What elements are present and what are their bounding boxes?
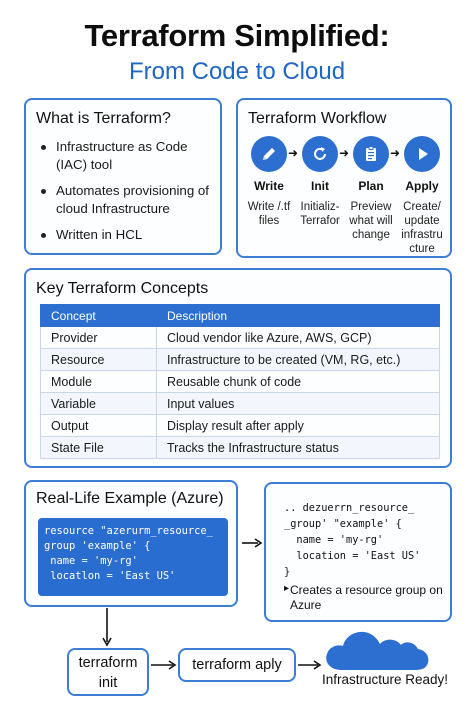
concepts-title: Key Terraform Concepts: [36, 280, 209, 297]
table-cell: Resource: [40, 348, 157, 371]
bullet-item: Infrastructure as Code (IAC) tool: [38, 138, 218, 174]
table-row: State File Tracks the Infrastructure sta…: [40, 436, 440, 459]
page-subtitle: From Code to Cloud: [128, 58, 346, 85]
step-name-apply: Apply: [405, 179, 439, 193]
refresh-icon: [302, 136, 338, 172]
result-label: Infrastructure Ready!: [321, 672, 449, 687]
what-is-title: What is Terraform?: [36, 110, 171, 127]
terraform-apply-box: terraform aply: [178, 648, 296, 682]
step-name-plan: Plan: [358, 179, 384, 193]
table-row: Output Display result after apply: [40, 414, 440, 437]
output-code: .. dezuerrn_resource_ _group' "example' …: [284, 502, 421, 578]
arrow-right-icon: [242, 538, 263, 548]
table-cell: State File: [40, 436, 157, 459]
cloud-icon: [326, 631, 429, 670]
table-cell: Infrastructure to be created (VM, RG, et…: [156, 348, 440, 371]
arrow-icon: ➜: [339, 146, 350, 160]
column-header: Concept: [40, 304, 157, 327]
arrow-right-icon: [151, 660, 177, 670]
example-card: Real-Life Example (Azure) resource "azer…: [24, 480, 238, 607]
table-cell: Reusable chunk of code: [156, 370, 440, 393]
step-desc-apply: Create/ update infrastru cture: [401, 201, 443, 255]
concepts-table: Concept Description Provider Cloud vendo…: [40, 304, 440, 459]
step-desc-write: Write /.tf files: [247, 201, 291, 227]
step-name-init: Init: [311, 179, 329, 193]
arrow-down-icon: [102, 608, 112, 647]
concepts-card: Key Terraform Concepts Concept Descripti…: [24, 268, 452, 468]
bullet-item: Automates provisioning of cloud Infrastr…: [38, 182, 218, 218]
table-row: Resource Infrastructure to be created (V…: [40, 348, 440, 371]
output-card: .. dezuerrn_resource_ _group' "example' …: [264, 482, 452, 622]
output-note: Creates a resource group on Azure: [290, 583, 443, 612]
column-header: Description: [156, 304, 440, 327]
code-block: resource "azerurm_resource_ group 'examp…: [38, 518, 228, 596]
table-cell: Input values: [156, 392, 440, 415]
example-title: Real-Life Example (Azure): [36, 490, 224, 507]
table-cell: Cloud vendor like Azure, AWS, GCP): [156, 326, 440, 349]
pencil-icon: [251, 136, 287, 172]
table-cell: Tracks the Infrastructure status: [156, 436, 440, 459]
table-cell: Module: [40, 370, 157, 393]
workflow-card: Terraform Workflow ➜ ➜ ➜ Write Init Plan…: [236, 98, 452, 258]
play-icon: [404, 136, 440, 172]
arrow-right-icon: [298, 660, 322, 670]
step-desc-plan: Preview what will change: [349, 201, 393, 241]
table-cell: Output: [40, 414, 157, 437]
table-row: Provider Cloud vendor like Azure, AWS, G…: [40, 326, 440, 349]
step-desc-init: Initializ- Terrafor: [300, 201, 340, 227]
table-row: Variable Input values: [40, 392, 440, 415]
terraform-init-box: terraform init: [67, 648, 149, 696]
table-cell: Provider: [40, 326, 157, 349]
small-arrow-icon: ▸: [284, 583, 290, 594]
table-row: Module Reusable chunk of code: [40, 370, 440, 393]
what-is-terraform-card: What is Terraform? Infrastructure as Cod…: [24, 98, 222, 255]
what-is-bullets: Infrastructure as Code (IAC) tool Automa…: [38, 138, 218, 252]
bullet-item: Written in HCL: [38, 226, 218, 244]
step-name-write: Write: [254, 179, 284, 193]
workflow-title: Terraform Workflow: [248, 110, 387, 127]
page-title: Terraform Simplified:: [84, 18, 390, 53]
arrow-icon: ➜: [288, 146, 299, 160]
table-header-row: Concept Description: [40, 304, 440, 327]
table-cell: Display result after apply: [156, 414, 440, 437]
arrow-icon: ➜: [390, 146, 401, 160]
clipboard-icon: [353, 136, 389, 172]
table-cell: Variable: [40, 392, 157, 415]
